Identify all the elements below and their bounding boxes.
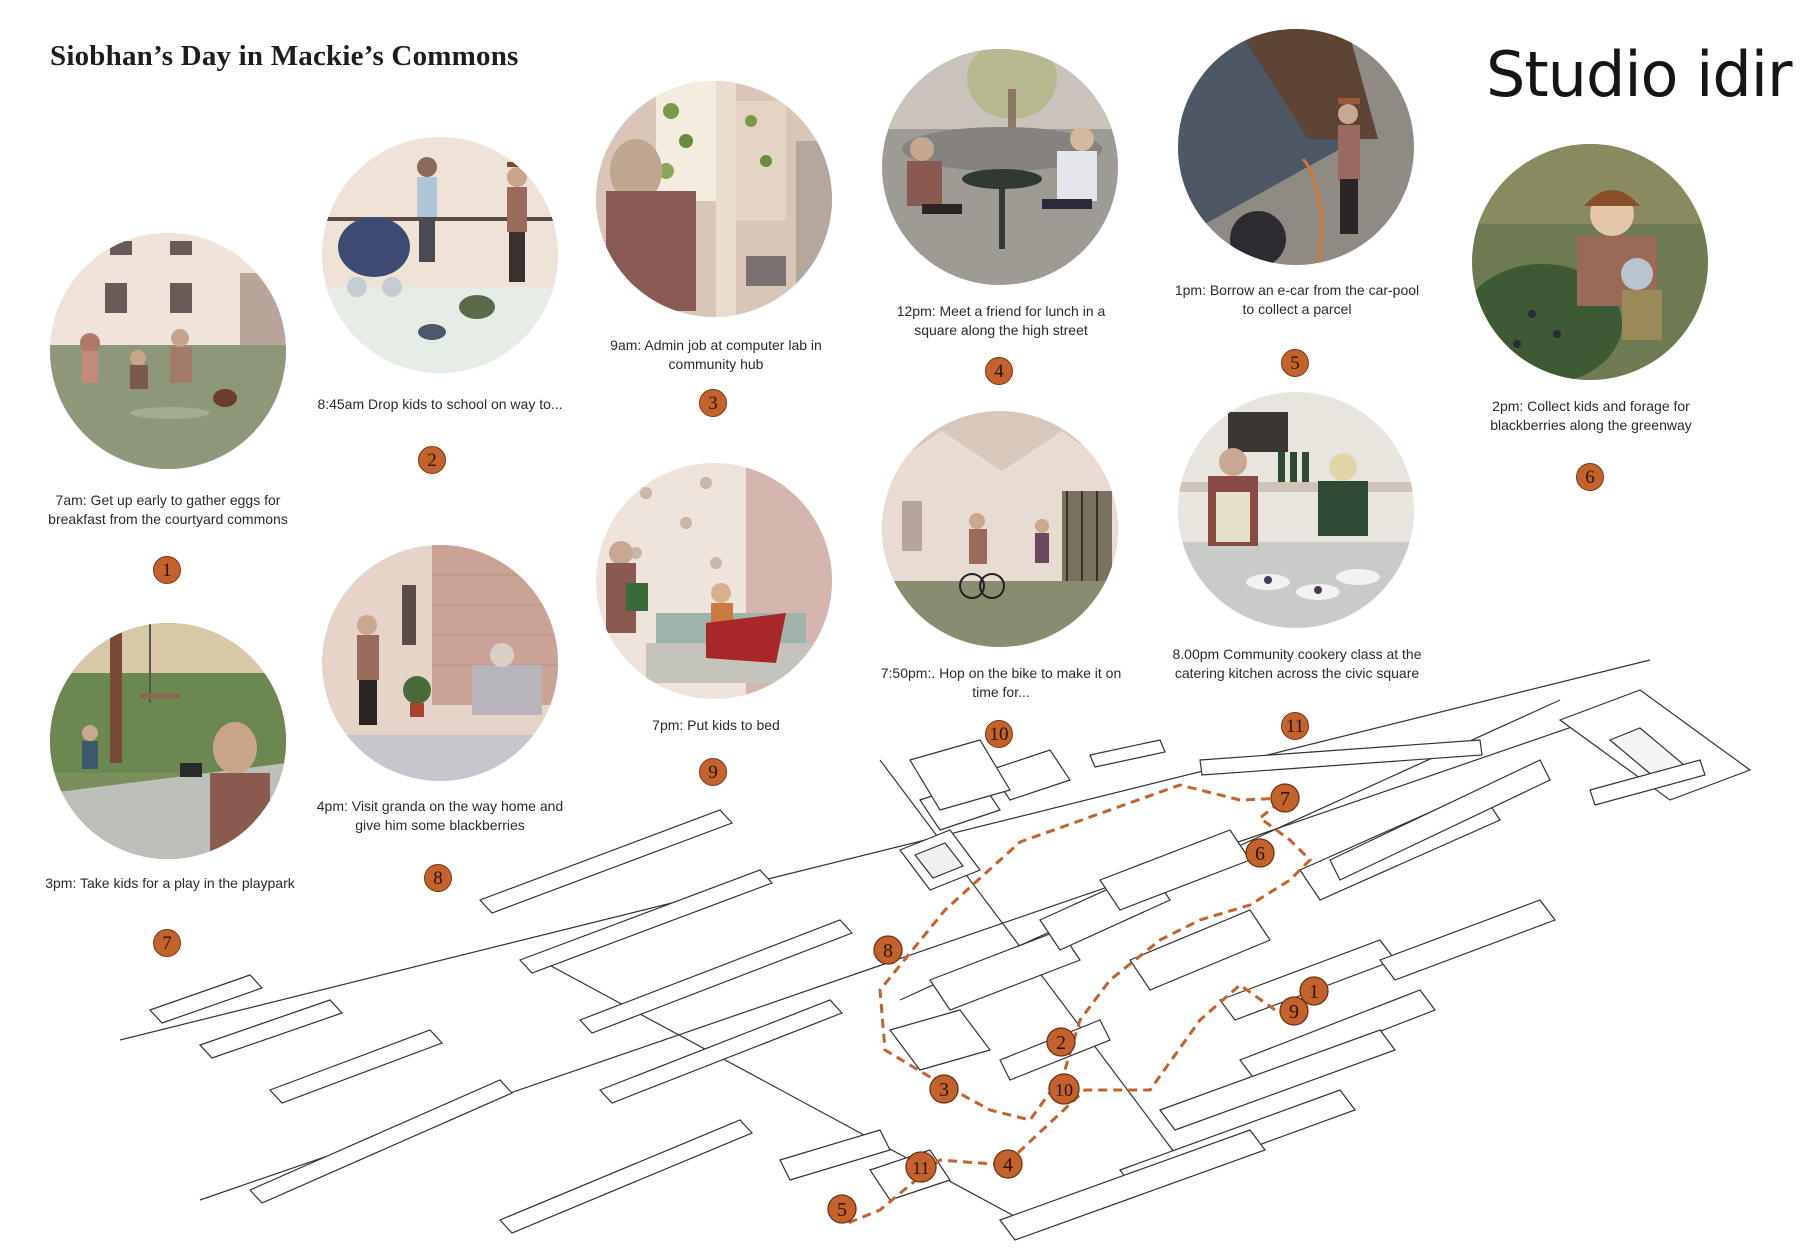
svg-text:1: 1 <box>1309 981 1319 1003</box>
caption-11: 8.00pm Community cookery class at the ca… <box>1172 646 1422 681</box>
route-marker-4: 4 <box>993 1149 1023 1179</box>
svg-text:4: 4 <box>1003 1154 1013 1176</box>
svg-text:11: 11 <box>912 1158 929 1178</box>
page-title: Siobhan’s Day in Mackie’s Commons <box>50 40 519 72</box>
route-marker-9: 9 <box>1279 996 1309 1026</box>
step-badge-1: 1 <box>153 556 181 584</box>
scene-6-blackberries <box>1472 144 1708 380</box>
caption-5: 1pm: Borrow an e-car from the car-pool t… <box>1174 282 1420 317</box>
scene-1-courtyard-eggs <box>50 233 286 469</box>
scene-8-visit-granda <box>322 545 558 781</box>
scene-2-school-drop <box>322 137 558 373</box>
scene-5-ecar <box>1178 29 1414 265</box>
caption-3: 9am: Admin job at computer lab in commun… <box>610 337 822 372</box>
route-marker-6: 6 <box>1245 838 1275 868</box>
caption-4: 12pm: Meet a friend for lunch in a squar… <box>896 303 1106 338</box>
caption-2: 8:45am Drop kids to school on way to... <box>317 396 563 412</box>
caption-8: 4pm: Visit granda on the way home and gi… <box>316 798 564 833</box>
scene-7-playpark <box>50 623 286 859</box>
step-badge-2: 2 <box>418 446 446 474</box>
studio-logo: Studio idir <box>1486 38 1792 111</box>
step-badge-4: 4 <box>985 357 1013 385</box>
caption-9: 7pm: Put kids to bed <box>652 717 780 733</box>
svg-text:3: 3 <box>939 1079 949 1101</box>
route-marker-10: 10 <box>1048 1073 1080 1105</box>
scene-4-lunch-square <box>882 49 1118 285</box>
courtyard-block <box>899 829 981 891</box>
scene-10-bike <box>882 411 1118 647</box>
svg-text:2: 2 <box>1056 1032 1066 1054</box>
svg-text:5: 5 <box>837 1199 847 1221</box>
caption-1: 7am: Get up early to gather eggs for bre… <box>48 492 288 527</box>
caption-6: 2pm: Collect kids and forage for blackbe… <box>1490 398 1692 433</box>
svg-text:7: 7 <box>1280 788 1290 810</box>
step-badge-10: 10 <box>985 720 1013 748</box>
daily-route-path <box>842 783 1313 1227</box>
svg-text:9: 9 <box>1289 1001 1299 1023</box>
svg-text:8: 8 <box>883 940 893 962</box>
svg-text:10: 10 <box>1055 1080 1073 1100</box>
building-blocks-central <box>779 749 1556 1241</box>
route-marker-3: 3 <box>929 1074 959 1104</box>
route-marker-8: 8 <box>873 935 903 965</box>
scene-11-cookery-class <box>1178 392 1414 628</box>
scene-9-bedtime <box>596 463 832 699</box>
caption-10: 7:50pm:. Hop on the bike to make it on t… <box>880 665 1122 700</box>
step-badge-8: 8 <box>424 864 452 892</box>
step-badge-5: 5 <box>1281 349 1309 377</box>
caption-7: 3pm: Take kids for a play in the playpar… <box>45 875 295 891</box>
step-badge-6: 6 <box>1576 463 1604 491</box>
route-marker-1: 1 <box>1299 976 1329 1006</box>
step-badge-9: 9 <box>699 758 727 786</box>
step-badge-7: 7 <box>153 929 181 957</box>
step-badge-3: 3 <box>699 389 727 417</box>
step-badge-11: 11 <box>1281 712 1309 740</box>
route-marker-2: 2 <box>1046 1027 1076 1057</box>
building-blocks-north-east <box>909 689 1752 881</box>
route-marker-7: 7 <box>1270 783 1300 813</box>
scene-3-computer-lab <box>596 81 832 317</box>
svg-text:6: 6 <box>1255 843 1265 865</box>
route-marker-11: 11 <box>905 1151 937 1183</box>
route-marker-5: 5 <box>827 1194 857 1224</box>
